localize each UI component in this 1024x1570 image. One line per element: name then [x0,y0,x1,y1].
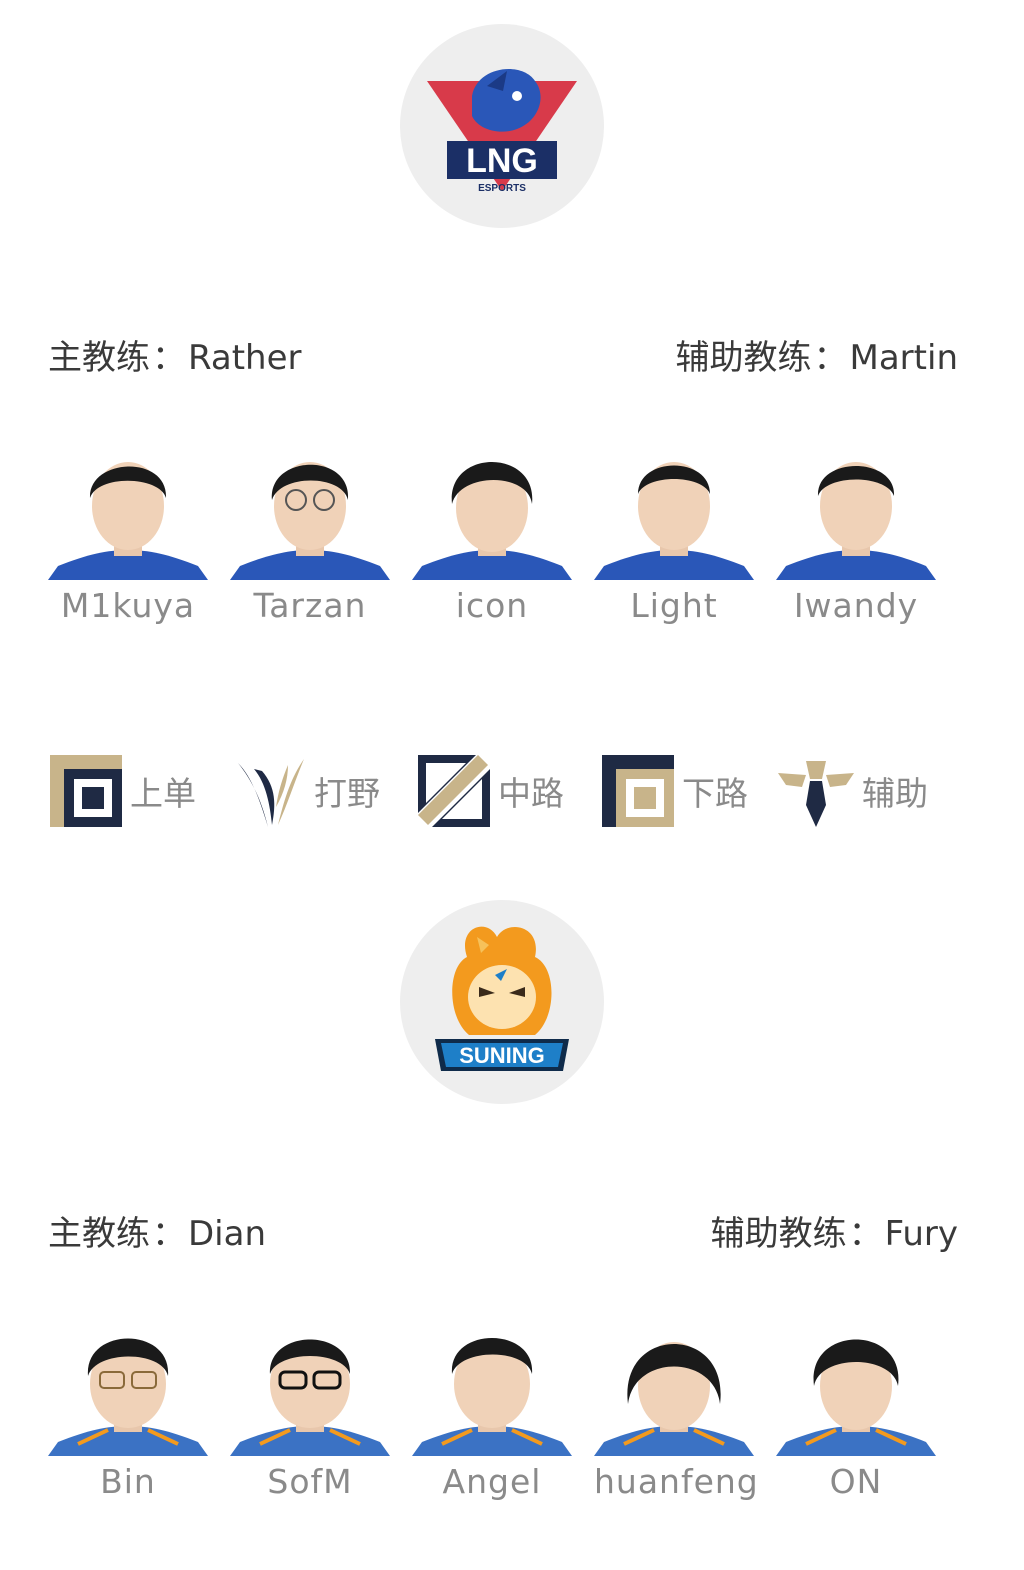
lng-logo-subtext: ESPORTS [478,183,526,194]
player-photo [776,1314,936,1456]
colon: ： [152,1214,186,1254]
suning-head-coach: 主教练：Dian [48,1206,266,1255]
player-card: icon [412,438,572,625]
mid-lane-icon [418,755,490,827]
suning-logo-text: SUNING [459,1043,545,1068]
role-label: 中路 [498,774,564,813]
player-name: huanfeng [594,1462,759,1501]
role-label: 上单 [130,774,196,813]
player-card: Light [594,438,754,625]
player-card: huanfeng [594,1314,759,1501]
player-name: Iwandy [793,586,919,625]
player-card: Tarzan [230,438,390,625]
role-label: 打野 [314,774,380,813]
player-photo [594,1314,754,1456]
player-card: Bin [48,1314,208,1501]
role-item-mid: 中路 [416,752,564,830]
player-name: icon [455,586,529,625]
player-name: SofM [267,1462,353,1501]
suning-assistant-coach: 辅助教练：Fury [711,1206,958,1255]
assistant-coach-name: Fury [884,1214,958,1254]
player-photo [412,438,572,580]
jungle-icon [238,759,304,827]
player-name: Angel [442,1462,542,1501]
assistant-coach-label: 辅助教练 [675,338,812,378]
player-name: M1kuya [60,586,196,625]
lng-logo-text: LNG [466,142,538,180]
colon: ： [813,338,848,378]
colon: ： [848,1214,883,1254]
suning-player-roster: Bin SofM Angel [48,1314,968,1514]
player-name: Bin [100,1462,156,1501]
player-name: ON [829,1462,883,1501]
player-photo [48,1314,208,1456]
suning-team-logo: SUNING [400,900,604,1104]
player-card: M1kuya [48,438,208,625]
player-photo [230,438,390,580]
head-coach-name: Rather [188,338,302,378]
player-photo [48,438,208,580]
head-coach-label: 主教练 [48,338,150,378]
player-name: Light [630,586,718,625]
lng-player-roster: M1kuya Tarzan icon [48,438,968,638]
role-item-support: 辅助 [776,752,928,830]
assistant-coach-name: Martin [849,338,958,378]
assistant-coach-label: 辅助教练 [710,1214,847,1254]
player-card: SofM [230,1314,390,1501]
colon: ： [152,338,186,378]
top-lane-icon [50,755,122,827]
lng-team-logo: LNG ESPORTS [400,24,604,228]
role-item-top: 上单 [48,752,196,830]
lng-head-coach: 主教练：Rather [48,330,302,379]
player-photo [776,438,936,580]
role-label: 辅助 [862,774,928,813]
role-item-jungle: 打野 [232,752,380,830]
bot-lane-icon [602,755,674,827]
head-coach-name: Dian [188,1214,267,1254]
head-coach-label: 主教练 [48,1214,150,1254]
player-card: Iwandy [776,438,936,625]
lng-assistant-coach: 辅助教练：Martin [676,330,958,379]
player-name: Tarzan [253,586,367,625]
role-legend: 上单 打野 中路 下路 [48,752,968,832]
player-card: ON [776,1314,936,1501]
role-label: 下路 [682,774,748,813]
player-photo [412,1314,572,1456]
player-card: Angel [412,1314,572,1501]
player-photo [594,438,754,580]
support-icon [778,761,854,827]
player-photo [230,1314,390,1456]
role-item-bot: 下路 [600,752,748,830]
